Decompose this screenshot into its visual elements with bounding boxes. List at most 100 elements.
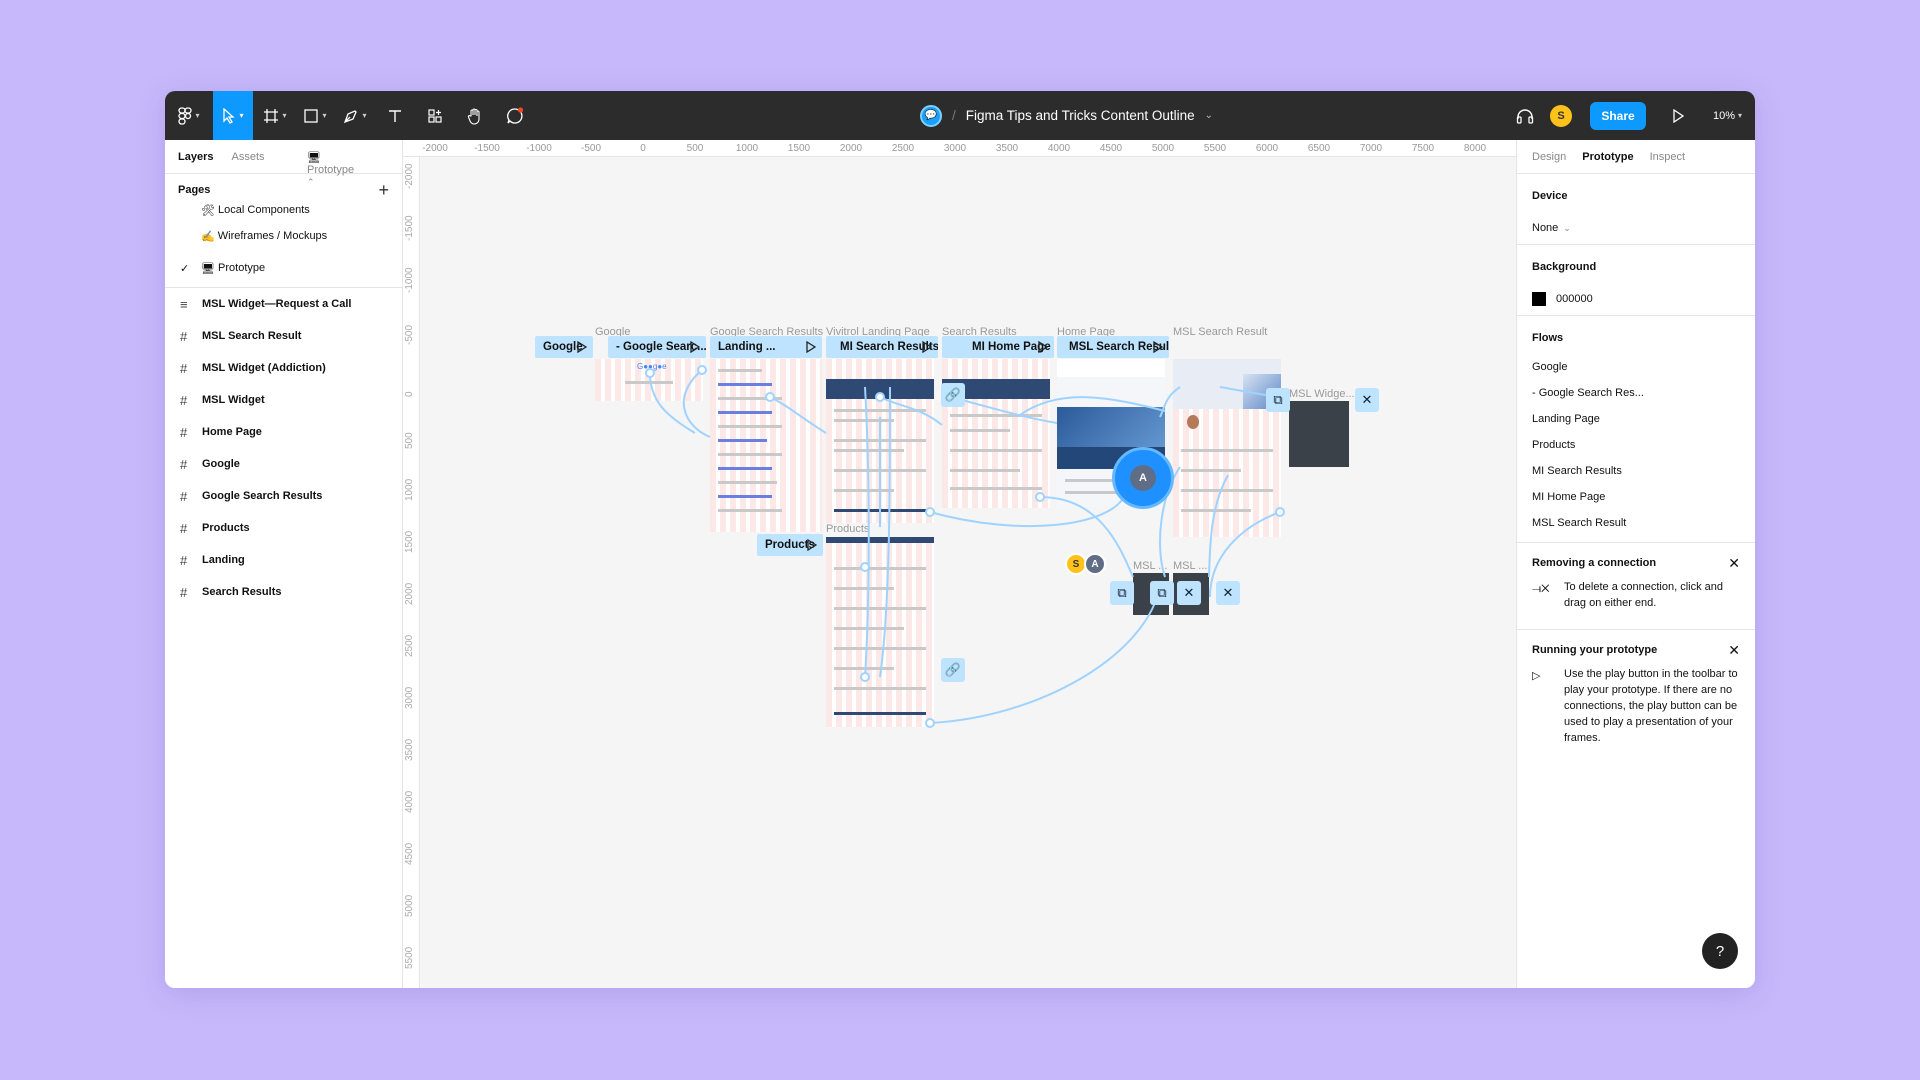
frame-title: MSL ... [1133, 560, 1168, 572]
avatar[interactable]: S [1550, 105, 1572, 127]
page-item-prototype[interactable]: ✓ 🖥 Prototype [165, 252, 402, 284]
background-title: Background [1532, 261, 1597, 273]
close-icon[interactable]: ✕ [1355, 388, 1379, 412]
canvas[interactable]: Google Google Search Results Vivitrol La… [420, 157, 1516, 988]
layer-item[interactable]: #Products [165, 512, 402, 544]
figma-window: ▾ ▾ ▾ ▾ ▾ 💬 / Figma Tips and Tricks Co [165, 91, 1755, 988]
layer-label: Google Search Results [202, 490, 323, 502]
flow-list: Google - Google Search Res... Landing Page… [1532, 354, 1740, 536]
ruler-tick: -500 [404, 324, 415, 345]
flow-item[interactable]: Landing Page [1532, 413, 1600, 425]
page-item-local-components[interactable]: 🛠 Local Components [165, 200, 402, 220]
ruler-tick: 6500 [1307, 143, 1331, 154]
device-section: Device None⌄ [1517, 180, 1755, 245]
layer-item[interactable]: ≡MSL Widget—Request a Call [165, 288, 402, 320]
flow-label-google-search[interactable]: - Google Searc... [608, 336, 706, 358]
close-icon[interactable]: ✕ [1177, 581, 1201, 605]
ruler-tick: 3000 [404, 686, 415, 709]
help-button[interactable]: ? [1702, 933, 1738, 969]
flow-item[interactable]: Products [1532, 439, 1576, 451]
close-icon[interactable]: ✕ [1216, 581, 1240, 605]
pencil-icon: ✍️ [201, 230, 215, 243]
page-selector[interactable]: 🖥 Prototype ⌃ [307, 152, 355, 187]
tab-design[interactable]: Design [1532, 150, 1567, 163]
ruler-tick: 500 [404, 432, 415, 449]
chevron-down-icon: ⌄ [1563, 222, 1571, 233]
ruler-tick: 1000 [404, 478, 415, 501]
frame-tool-icon[interactable]: ▾ [255, 91, 295, 140]
frame-icon: # [180, 392, 188, 408]
flow-item[interactable]: - Google Search Res... [1532, 387, 1644, 399]
headphones-icon[interactable] [1510, 91, 1540, 140]
layer-item[interactable]: #MSL Widget (Addiction) [165, 352, 402, 384]
text-tool-icon[interactable] [375, 91, 415, 140]
comment-icon[interactable] [495, 91, 535, 140]
hand-tool-icon[interactable] [455, 91, 495, 140]
frame-products[interactable] [826, 537, 934, 727]
flow-label-text: MI Home Page [972, 341, 1051, 353]
flow-label-google[interactable]: Google [535, 336, 593, 358]
background-color-field[interactable]: 000000 [1532, 283, 1740, 315]
layer-item[interactable]: #Home Page [165, 416, 402, 448]
frame-title: MSL Widge... [1289, 388, 1355, 400]
flow-label-text: MSL Search Result [1069, 341, 1169, 353]
share-button[interactable]: Share [1590, 102, 1646, 130]
close-icon[interactable]: ✕ [1728, 554, 1740, 571]
overlay-icon[interactable]: ⧉ [1110, 581, 1134, 605]
ruler-tick: 5500 [404, 946, 415, 969]
close-icon[interactable]: ✕ [1728, 641, 1740, 658]
page-label: Wireframes / Mockups [217, 230, 328, 242]
flow-item[interactable]: MSL Search Result [1532, 517, 1627, 529]
flow-item[interactable]: MI Search Results [1532, 465, 1622, 477]
tools-icon: 🛠 [201, 204, 215, 217]
color-swatch[interactable] [1532, 292, 1546, 306]
page-item-wireframes[interactable]: ✍️ Wireframes / Mockups [165, 220, 402, 252]
frame-google-search-results[interactable] [710, 359, 822, 532]
figma-menu-icon[interactable]: ▾ [165, 91, 213, 140]
resources-icon[interactable] [415, 91, 455, 140]
pages-title: Pages [178, 184, 211, 196]
flow-label-landing[interactable]: Landing ... [710, 336, 822, 358]
shape-tool-icon[interactable]: ▾ [295, 91, 335, 140]
layer-item[interactable]: #Landing [165, 544, 402, 576]
pen-tool-icon[interactable]: ▾ [335, 91, 375, 140]
text-layer-icon: ≡ [180, 296, 188, 312]
layer-item[interactable]: #Google [165, 448, 402, 480]
layer-label: Home Page [202, 426, 262, 438]
flow-item[interactable]: MI Home Page [1532, 491, 1606, 503]
flow-label-mi-home-page[interactable]: MI Home Page [942, 336, 1054, 358]
overlay-icon[interactable]: ⧉ [1266, 388, 1290, 412]
file-title[interactable]: 💬 / Figma Tips and Tricks Content Outlin… [920, 91, 1213, 140]
flow-label-products[interactable]: Products [757, 534, 823, 556]
ruler-tick: -500 [580, 143, 602, 154]
frame-msl-widget-addiction[interactable] [1289, 401, 1349, 467]
move-tool-icon[interactable]: ▾ [213, 91, 253, 140]
ruler-tick: 2000 [404, 582, 415, 605]
device-dropdown[interactable]: None⌄ [1532, 212, 1740, 244]
layer-item[interactable]: #MSL Widget [165, 384, 402, 416]
ruler-tick: 4000 [1047, 143, 1071, 154]
link-icon[interactable]: 🔗 [941, 383, 965, 407]
flow-item[interactable]: Google [1532, 361, 1568, 373]
layer-item[interactable]: #Google Search Results [165, 480, 402, 512]
tab-assets[interactable]: Assets [231, 150, 265, 163]
play-icon [1153, 341, 1163, 353]
add-page-icon[interactable]: + [378, 179, 389, 200]
tab-inspect[interactable]: Inspect [1649, 150, 1686, 163]
layer-item[interactable]: #Search Results [165, 576, 402, 608]
play-icon [806, 341, 816, 353]
link-icon[interactable]: 🔗 [941, 658, 965, 682]
overlay-icon[interactable]: ⧉ [1150, 581, 1174, 605]
flow-label-msl-search-result[interactable]: MSL Search Result [1057, 336, 1169, 358]
layer-item[interactable]: #MSL Search Result [165, 320, 402, 352]
layer-label: MSL Widget (Addiction) [202, 362, 326, 374]
tab-prototype[interactable]: Prototype [1582, 150, 1634, 163]
tip-removing-connection: Removing a connection✕ ⟞✕To delete a con… [1517, 547, 1755, 629]
zoom-dropdown[interactable]: 10%▾ [1713, 109, 1743, 122]
tab-layers[interactable]: Layers [178, 150, 214, 163]
flow-label-text: Landing ... [718, 341, 776, 353]
present-icon[interactable] [1660, 91, 1696, 140]
flow-label-mi-search-results[interactable]: MI Search Results [826, 336, 938, 358]
layer-label: Landing [202, 554, 245, 566]
